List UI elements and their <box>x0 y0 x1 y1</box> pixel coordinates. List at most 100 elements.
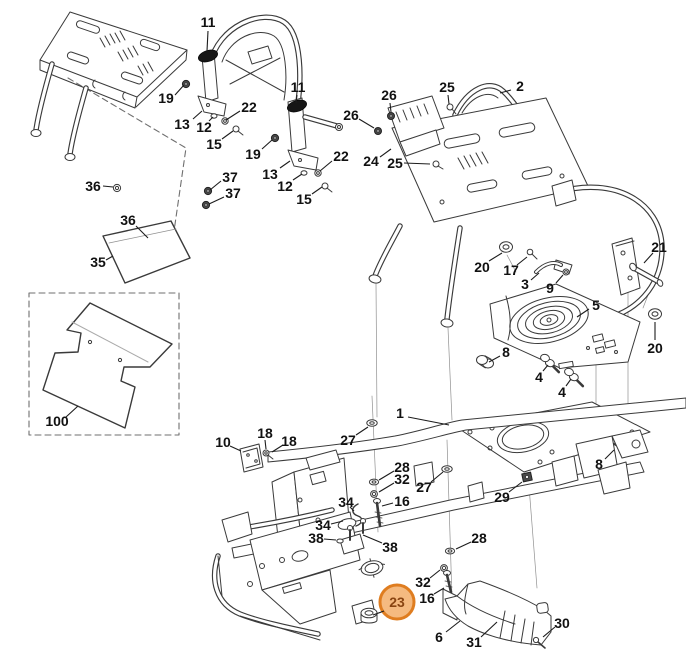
callout-35[interactable]: 35 <box>90 254 106 270</box>
callout-18-2[interactable]: 18 <box>281 433 297 449</box>
callout-28[interactable]: 28 <box>394 459 410 475</box>
leader-line-1 <box>407 416 450 426</box>
callout-11-2[interactable]: 11 <box>290 79 306 95</box>
callout-27-2[interactable]: 27 <box>416 479 432 495</box>
callout-15-2[interactable]: 15 <box>296 191 312 207</box>
callout-32-2[interactable]: 32 <box>415 574 431 590</box>
leader-line-19 <box>261 139 273 150</box>
leader-line-21 <box>643 252 654 264</box>
bracket-13b <box>287 149 319 171</box>
leader-line-27 <box>355 426 369 436</box>
callout-4[interactable]: 4 <box>535 369 543 385</box>
callout-9[interactable]: 9 <box>546 280 554 296</box>
leader-line-17 <box>516 256 528 266</box>
callout-2[interactable]: 2 <box>516 78 524 94</box>
callout-22[interactable]: 22 <box>241 99 257 115</box>
leader-line-12 <box>208 116 214 122</box>
callout-100[interactable]: 100 <box>45 413 69 429</box>
callout-37-2[interactable]: 37 <box>225 185 241 201</box>
part-100-box <box>28 292 180 436</box>
leader-line-3 <box>530 272 540 281</box>
callout-38-2[interactable]: 38 <box>382 539 398 555</box>
leader-line-16 <box>381 502 394 507</box>
leader-line-32 <box>378 482 395 493</box>
callout-37[interactable]: 37 <box>222 169 238 185</box>
callout-24[interactable]: 24 <box>363 153 379 169</box>
highlight-circle[interactable] <box>378 583 416 621</box>
callout-16[interactable]: 16 <box>394 493 410 509</box>
callout-38[interactable]: 38 <box>308 530 324 546</box>
callout-11[interactable]: 11 <box>200 14 216 30</box>
callout-13[interactable]: 13 <box>174 116 190 132</box>
leader-lines <box>65 30 656 638</box>
callout-5[interactable]: 5 <box>592 297 600 313</box>
callout-20-2[interactable]: 20 <box>647 340 663 356</box>
callout-6[interactable]: 6 <box>435 629 443 645</box>
callout-1[interactable]: 1 <box>396 405 404 421</box>
leader-line-20 <box>488 252 503 262</box>
leader-line-35 <box>105 255 114 261</box>
leader-line-11 <box>206 30 209 52</box>
leader-line-12 <box>292 173 303 181</box>
grip-cap-11a <box>198 49 218 63</box>
leader-line-25 <box>447 94 450 105</box>
callout-22-2[interactable]: 22 <box>333 148 349 164</box>
callout-12[interactable]: 12 <box>196 119 212 135</box>
callout-3[interactable]: 3 <box>521 276 529 292</box>
leader-line-2 <box>499 89 512 94</box>
leader-line-37 <box>208 196 225 205</box>
callout-19-2[interactable]: 19 <box>245 146 261 162</box>
callout-16-2[interactable]: 16 <box>419 590 435 606</box>
leader-line-24 <box>379 148 392 158</box>
reference-dash-lines <box>28 77 187 436</box>
callout-28-2[interactable]: 28 <box>471 530 487 546</box>
fastener-20-cap-nuts <box>499 241 662 320</box>
callout-36[interactable]: 36 <box>85 178 101 194</box>
leader-line-32 <box>429 569 441 579</box>
leader-line-23 <box>372 610 385 616</box>
part-seat-pan <box>30 11 188 161</box>
part-10-plate <box>239 443 274 473</box>
callout-26[interactable]: 26 <box>381 87 397 103</box>
callout-21[interactable]: 21 <box>651 239 667 255</box>
leader-line-26 <box>358 118 375 129</box>
callout-34-2[interactable]: 34 <box>315 517 331 533</box>
callout-25[interactable]: 25 <box>439 79 455 95</box>
callout-23[interactable]: 23 <box>389 594 405 610</box>
leader-line-28 <box>455 541 472 550</box>
callout-18[interactable]: 18 <box>257 425 273 441</box>
grip-cap-11b <box>287 99 307 113</box>
callout-30[interactable]: 30 <box>554 615 570 631</box>
leader-line-6 <box>445 620 461 633</box>
leader-line-27 <box>430 471 444 483</box>
callout-13-2[interactable]: 13 <box>262 166 278 182</box>
callout-12-2[interactable]: 12 <box>277 178 293 194</box>
leader-line-5 <box>576 308 590 318</box>
callout-19[interactable]: 19 <box>158 90 174 106</box>
callout-27[interactable]: 27 <box>340 432 356 448</box>
callout-32[interactable]: 32 <box>394 471 410 487</box>
callout-8-2[interactable]: 8 <box>595 456 603 472</box>
callout-4-2[interactable]: 4 <box>558 384 566 400</box>
callout-17[interactable]: 17 <box>503 262 519 278</box>
callout-29[interactable]: 29 <box>494 489 510 505</box>
callout-36-2[interactable]: 36 <box>120 212 136 228</box>
callout-20[interactable]: 20 <box>474 259 490 275</box>
leader-line-15 <box>221 130 234 140</box>
leader-line-15 <box>311 186 323 195</box>
fastener-columns <box>366 419 533 594</box>
callout-25-2[interactable]: 25 <box>387 155 403 171</box>
leader-line-18 <box>271 444 284 453</box>
callout-31[interactable]: 31 <box>466 634 482 650</box>
callout-26-2[interactable]: 26 <box>343 107 359 123</box>
callout-10[interactable]: 10 <box>215 434 231 450</box>
nut-29 <box>521 471 533 483</box>
callout-15[interactable]: 15 <box>206 136 222 152</box>
callout-34[interactable]: 34 <box>338 494 354 510</box>
callout-8[interactable]: 8 <box>502 344 510 360</box>
leader-line-38 <box>323 538 337 541</box>
leader-line-25 <box>403 162 431 165</box>
part-6-skid-plate <box>442 580 552 649</box>
